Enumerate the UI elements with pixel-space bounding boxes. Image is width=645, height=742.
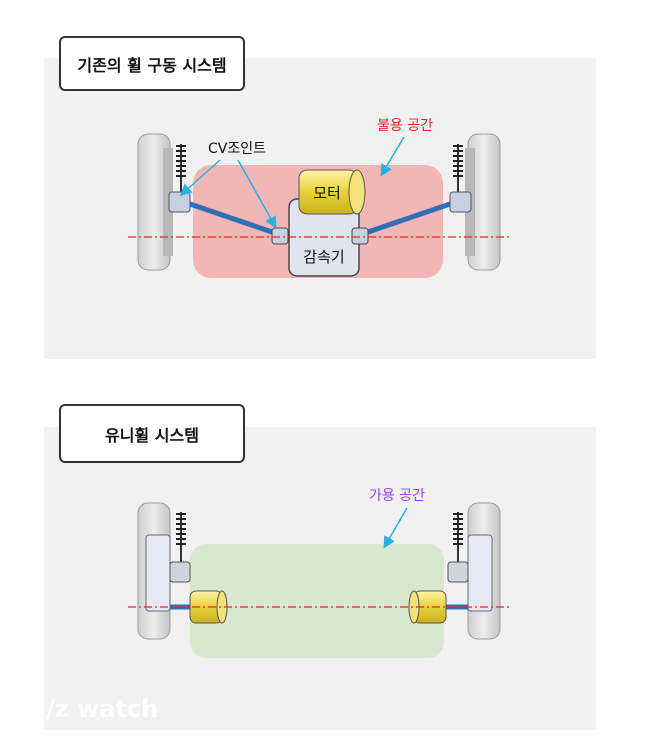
right-hub-joint xyxy=(449,191,472,213)
right-cv-joint xyxy=(351,227,369,245)
left-drive-shaft xyxy=(189,201,273,235)
unused-space-label: 불용 공간 xyxy=(377,118,433,134)
right-suspension xyxy=(453,144,463,195)
left-motor-reducer xyxy=(189,590,228,624)
left-cv-joint xyxy=(271,227,289,245)
right-wheel-2 xyxy=(467,502,501,640)
left-wheel-2 xyxy=(137,502,171,640)
conventional-diagram: 감속기 모터 CV조인트 불용 공간 xyxy=(128,118,512,278)
unused-space-arrow xyxy=(380,136,405,177)
uniwheel-diagram: 가용 공간 xyxy=(128,488,512,658)
cv-arrow-right xyxy=(237,159,277,229)
section-title-uniwheel: 유니휠 시스템 xyxy=(59,404,245,463)
motor-label: 모터 xyxy=(313,184,341,202)
motor: 모터 xyxy=(298,169,366,215)
usable-space-label: 가용 공간 xyxy=(369,488,425,504)
right-suspension-2 xyxy=(447,512,469,583)
usable-space-area xyxy=(190,544,444,658)
left-wheel xyxy=(137,133,173,271)
left-hub-joint xyxy=(168,191,191,213)
right-drive-shaft xyxy=(367,201,451,235)
right-motor-reducer xyxy=(408,590,447,624)
left-suspension-2 xyxy=(169,512,191,583)
section-title-conventional: 기존의 휠 구동 시스템 xyxy=(59,36,245,91)
reducer-label: 감속기 xyxy=(303,248,344,266)
cv-joint-label: CV조인트 xyxy=(208,141,266,157)
cv-arrow-left xyxy=(179,159,221,197)
usable-space-arrow xyxy=(383,507,408,549)
left-suspension xyxy=(176,144,186,195)
watermark: /z watch xyxy=(46,695,159,723)
